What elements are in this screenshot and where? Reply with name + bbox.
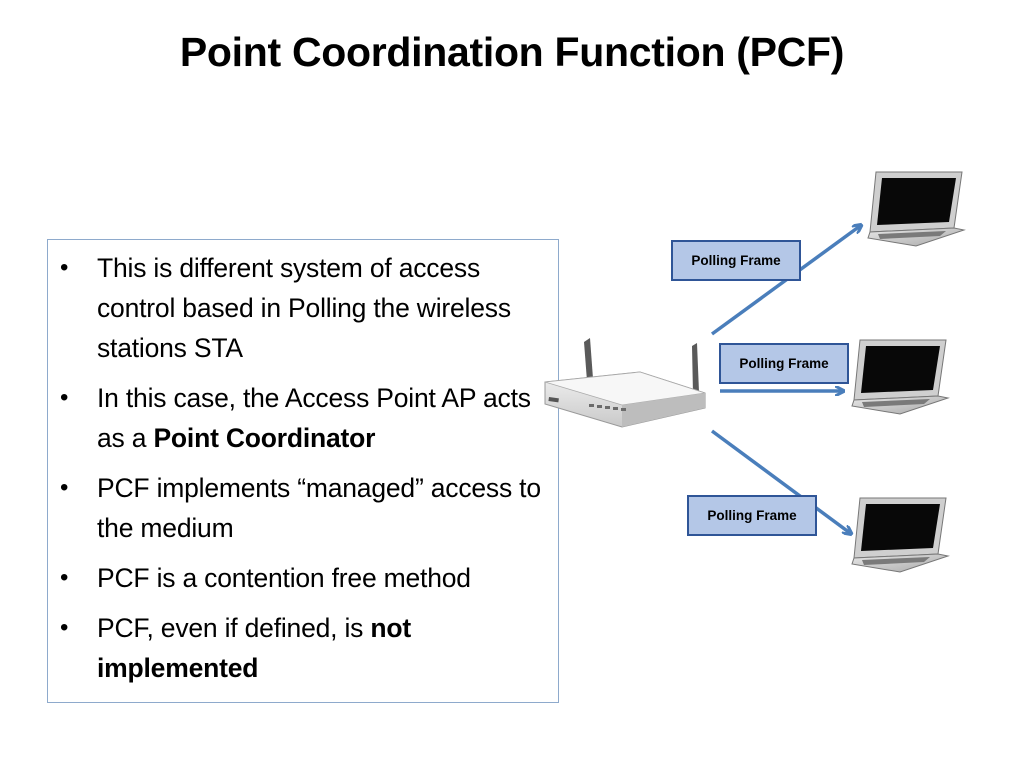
polling-frame-label: Polling Frame <box>687 495 817 536</box>
bullet-bold-text: not implemented <box>97 613 412 683</box>
bullet-bold-text: Point Coordinator <box>153 423 376 453</box>
laptop-icon <box>851 339 950 415</box>
bullet-dot: • <box>60 384 69 411</box>
polling-frame-label: Polling Frame <box>719 343 849 384</box>
laptop-icon <box>851 497 950 573</box>
bullet-dot: • <box>60 564 69 591</box>
bullet-text: PCF implements “managed” access to the m… <box>97 473 541 543</box>
bullet-text: PCF, even if defined, is <box>97 613 371 643</box>
laptop-icon <box>867 171 966 247</box>
bullet-item: • This is different system of access con… <box>48 248 558 368</box>
page-title: Point Coordination Function (PCF) <box>179 29 845 75</box>
bullet-item: • PCF, even if defined, is not implement… <box>48 608 558 688</box>
bullet-dot: • <box>60 254 69 281</box>
bullet-item: • In this case, the Access Point AP acts… <box>48 378 558 458</box>
bullet-dot: • <box>60 614 69 641</box>
bullet-text: This is different system of access contr… <box>97 253 511 363</box>
polling-frame-label: Polling Frame <box>671 240 801 281</box>
bullet-list: • This is different system of access con… <box>48 240 558 688</box>
bullet-dot: • <box>60 474 69 501</box>
bullet-text-box: • This is different system of access con… <box>47 239 559 703</box>
bullet-item: • PCF is a contention free method <box>48 558 558 598</box>
wireless-router-icon <box>544 338 706 428</box>
bullet-text: In this case, the Access Point AP acts a… <box>97 383 531 453</box>
bullet-text: PCF is a contention free method <box>97 563 471 593</box>
bullet-item: • PCF implements “managed” access to the… <box>48 468 558 548</box>
